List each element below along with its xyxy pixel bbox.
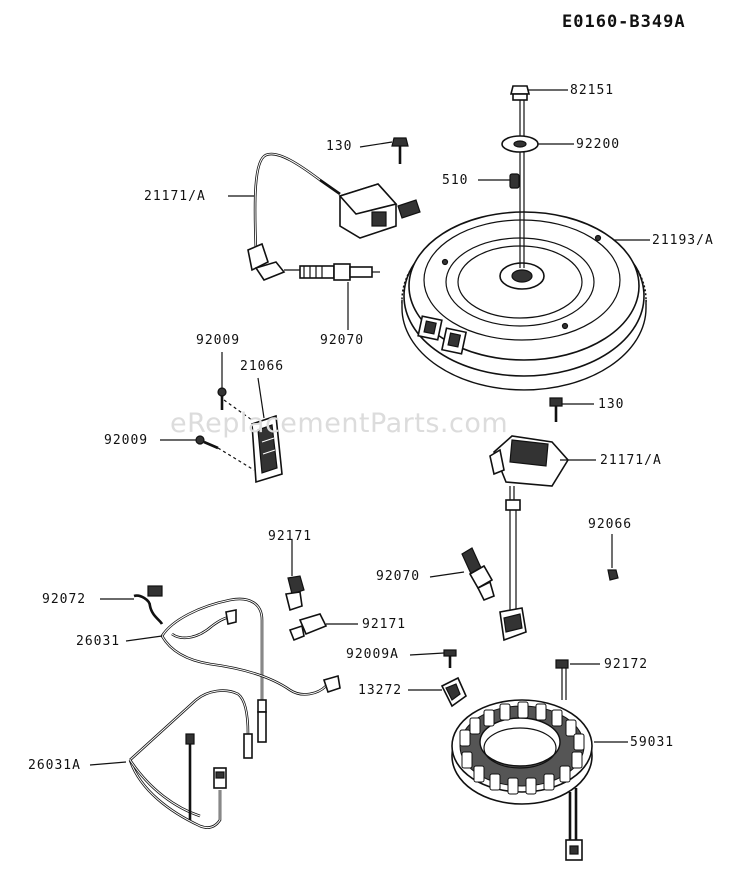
part-label-21066[interactable]: 21066 bbox=[240, 359, 285, 374]
part-label-92200[interactable]: 92200 bbox=[576, 137, 621, 152]
watermark: eReplacementParts.com bbox=[170, 408, 509, 439]
part-label-21171a-mid[interactable]: 21171/A bbox=[600, 453, 662, 468]
key-510[interactable] bbox=[509, 173, 520, 189]
part-label-92172[interactable]: 92172 bbox=[604, 657, 649, 672]
part-label-26031a[interactable]: 26031A bbox=[28, 758, 81, 773]
part-label-92009a[interactable]: 92009A bbox=[346, 647, 399, 662]
part-label-21193a[interactable]: 21193/A bbox=[652, 233, 714, 248]
washer-92200[interactable] bbox=[501, 135, 539, 153]
part-label-13272[interactable]: 13272 bbox=[358, 683, 403, 698]
part-label-130-top[interactable]: 130 bbox=[326, 139, 353, 154]
harness-26031[interactable] bbox=[160, 597, 341, 743]
part-label-92171-lower[interactable]: 92171 bbox=[362, 617, 407, 632]
spark-plug-top[interactable] bbox=[299, 263, 380, 281]
harness-26031a[interactable] bbox=[128, 689, 253, 829]
stator-59031[interactable] bbox=[451, 699, 593, 861]
regulator-21066[interactable] bbox=[251, 414, 283, 484]
part-label-92009-upper[interactable]: 92009 bbox=[196, 333, 241, 348]
connector-92171-upper[interactable] bbox=[285, 575, 305, 612]
part-label-82151[interactable]: 82151 bbox=[570, 83, 615, 98]
connector-92171-lower[interactable] bbox=[288, 613, 328, 642]
terminal-92072[interactable] bbox=[133, 585, 164, 625]
screw-92009a[interactable] bbox=[443, 649, 457, 668]
part-label-92066[interactable]: 92066 bbox=[588, 517, 633, 532]
spark-plug-mid[interactable] bbox=[461, 547, 495, 602]
part-label-510[interactable]: 510 bbox=[442, 173, 469, 188]
part-label-92009-lower[interactable]: 92009 bbox=[104, 433, 149, 448]
bolt-82151[interactable] bbox=[509, 85, 531, 268]
part-label-26031[interactable]: 26031 bbox=[76, 634, 121, 649]
part-label-92072[interactable]: 92072 bbox=[42, 592, 87, 607]
part-label-92171-upper[interactable]: 92171 bbox=[268, 529, 313, 544]
bolt-92172[interactable] bbox=[555, 659, 569, 700]
leader-lines bbox=[89, 89, 650, 766]
diagram-id: E0160-B349A bbox=[562, 12, 686, 32]
bolt-130-top[interactable] bbox=[391, 137, 409, 164]
part-label-130-mid[interactable]: 130 bbox=[598, 397, 625, 412]
part-label-92070-top[interactable]: 92070 bbox=[320, 333, 365, 348]
bracket-13272[interactable] bbox=[440, 676, 467, 708]
ignition-coil-top[interactable] bbox=[247, 152, 421, 281]
part-label-21171a-top[interactable]: 21171/A bbox=[144, 189, 206, 204]
part-label-59031[interactable]: 59031 bbox=[630, 735, 675, 750]
nut-92066[interactable] bbox=[607, 569, 619, 581]
flywheel[interactable] bbox=[401, 211, 647, 391]
screw-92009-lower[interactable] bbox=[195, 435, 255, 471]
ignition-coil-mid[interactable] bbox=[489, 435, 569, 642]
part-label-92070-mid[interactable]: 92070 bbox=[376, 569, 421, 584]
bolt-130-mid[interactable] bbox=[549, 397, 563, 422]
